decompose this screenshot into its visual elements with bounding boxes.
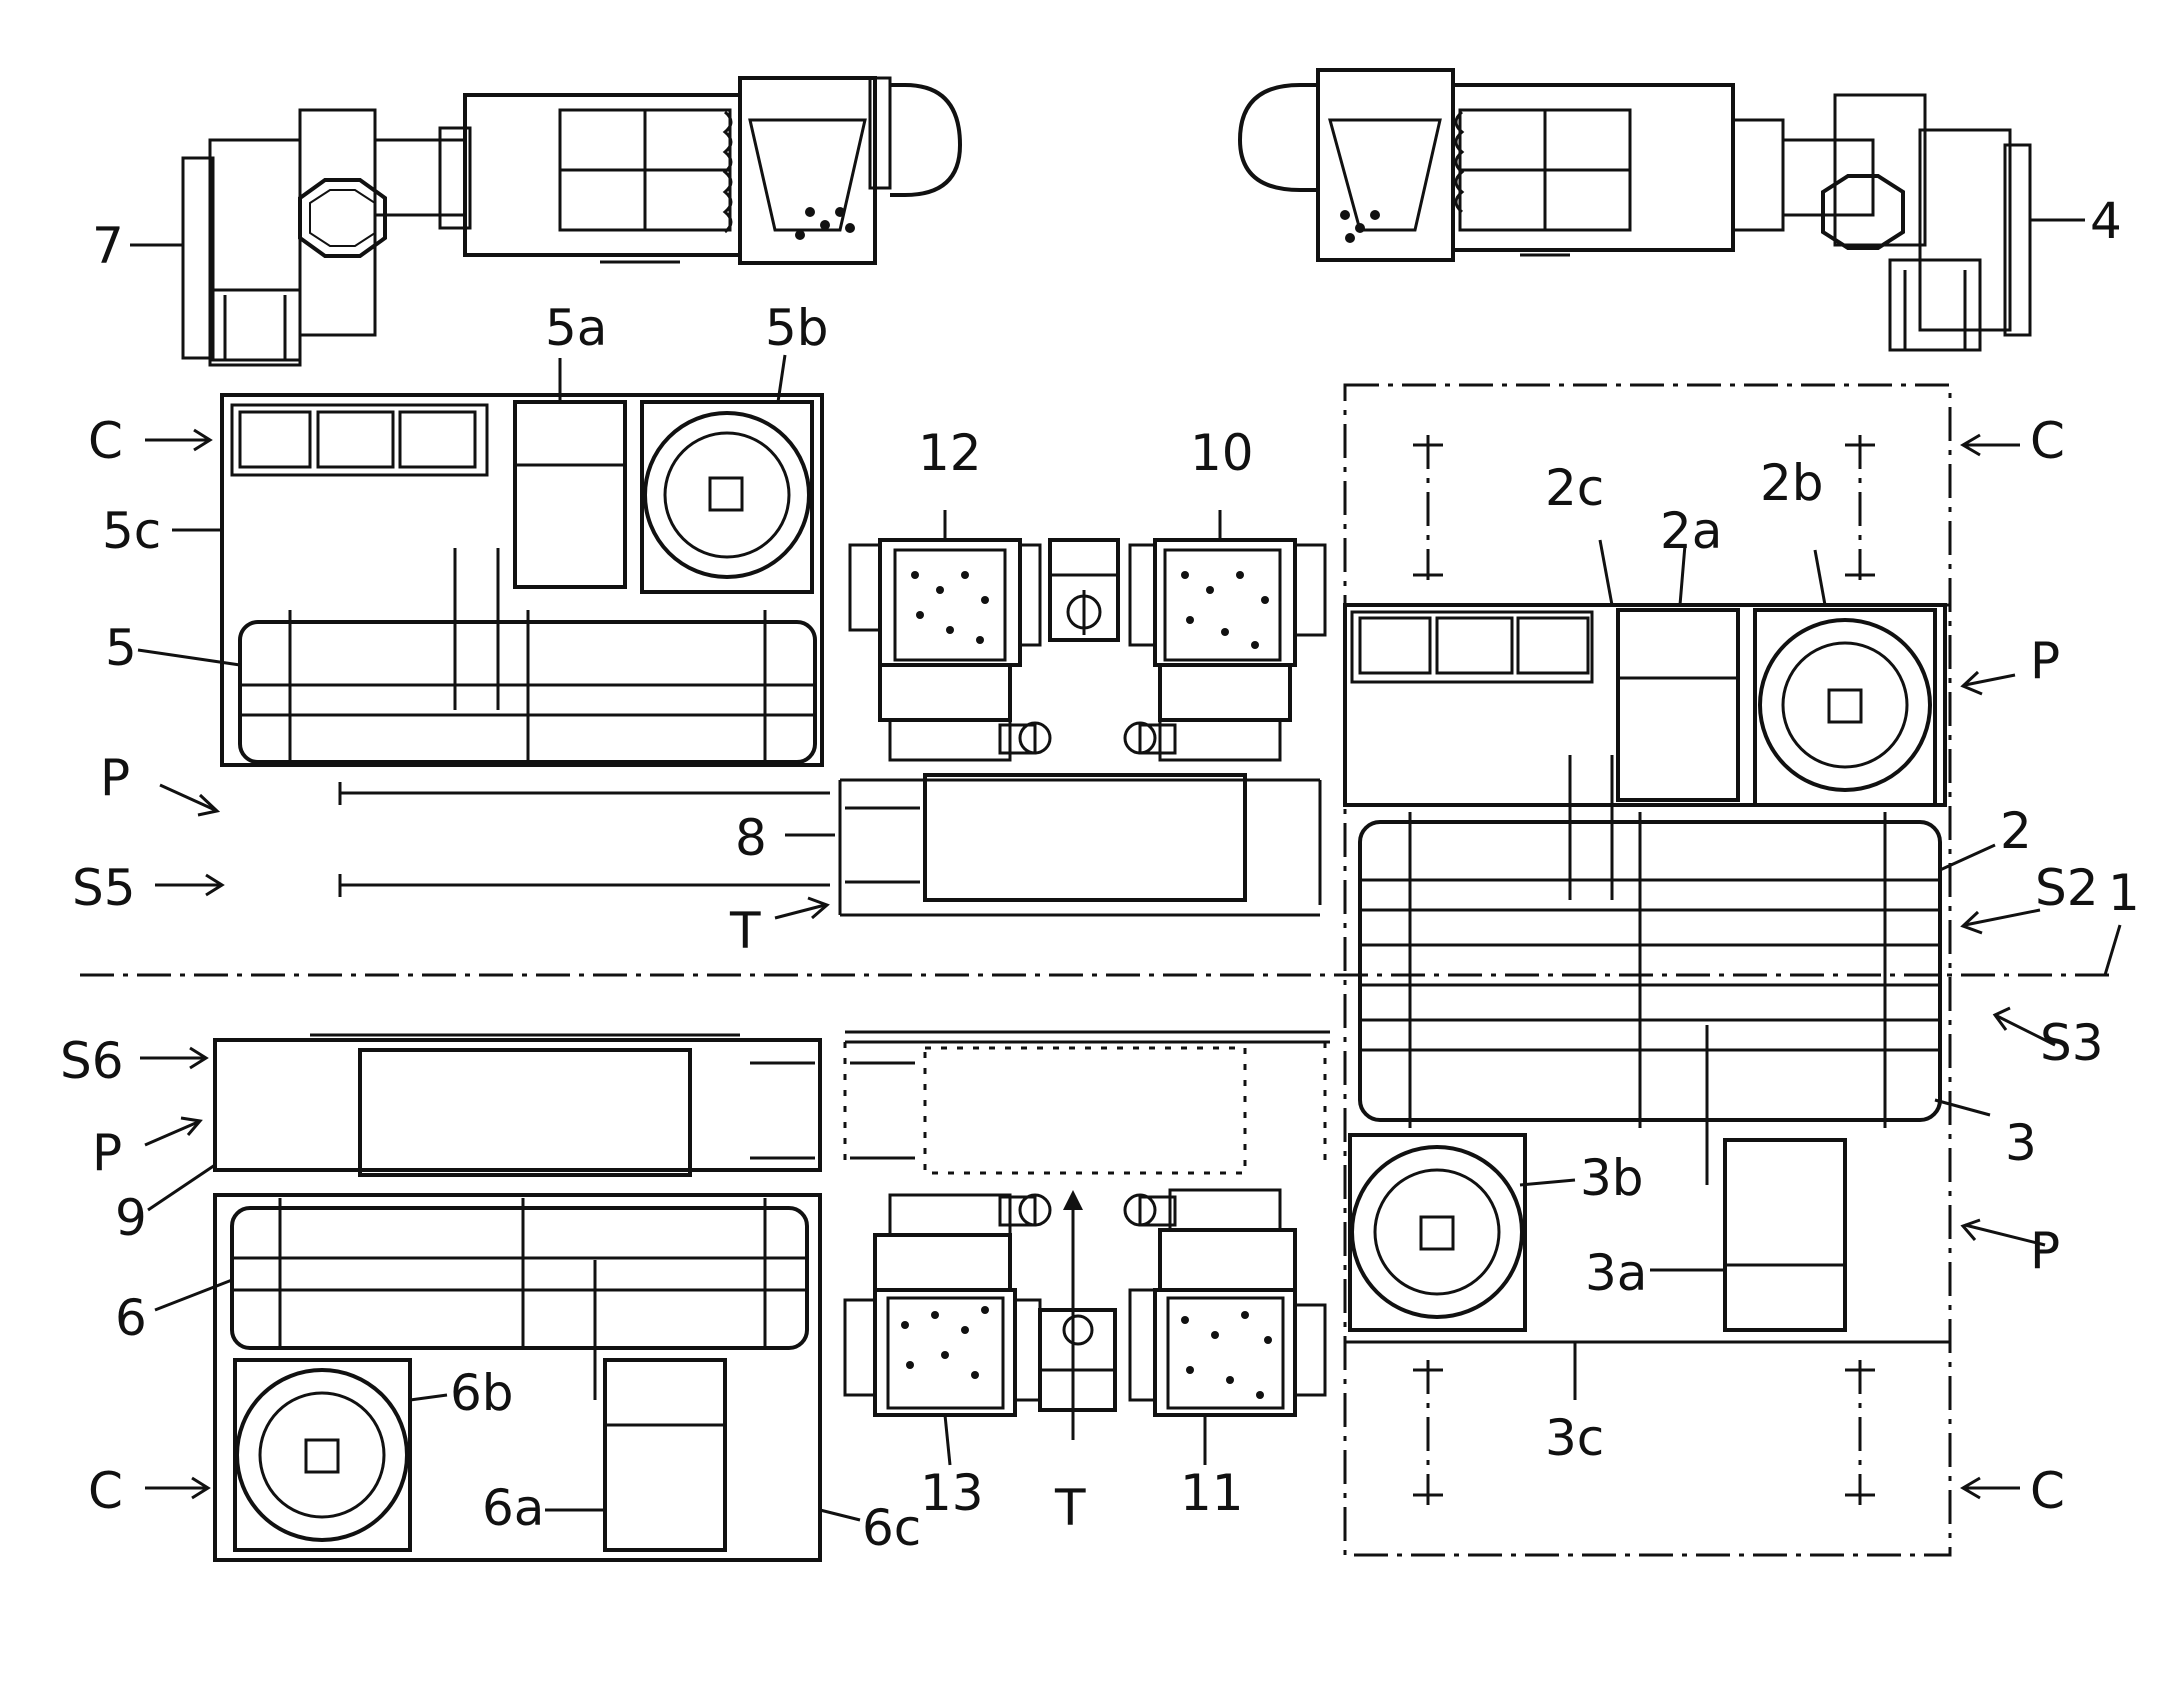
- label-9: 9: [115, 1189, 147, 1247]
- label-5c: 5c: [102, 502, 161, 560]
- label-3b: 3b: [1580, 1149, 1644, 1207]
- label-S5: S5: [72, 859, 136, 917]
- right-outer-frame: [1345, 385, 1950, 1555]
- label-10: 10: [1190, 424, 1254, 482]
- reference-arrows: [140, 430, 2055, 1498]
- label-8: 8: [735, 809, 767, 867]
- label-T-bottom: T: [1054, 1479, 1086, 1537]
- dotted-table-t: [845, 1032, 1330, 1173]
- unit-8-table: [840, 775, 1320, 915]
- label-T-top: T: [729, 902, 761, 960]
- label-1: 1: [2108, 864, 2140, 922]
- unit-2-block: [1345, 605, 1945, 900]
- label-6c: 6c: [862, 1499, 921, 1557]
- label-6a: 6a: [482, 1479, 544, 1537]
- label-12: 12: [918, 424, 982, 482]
- unit-12: [850, 540, 1050, 760]
- label-5: 5: [105, 619, 137, 677]
- label-5a: 5a: [545, 299, 607, 357]
- label-P-left-bottom: P: [92, 1124, 122, 1182]
- leader-lines: [130, 220, 2120, 1520]
- label-6b: 6b: [450, 1364, 514, 1422]
- label-C-top-left: C: [88, 412, 123, 470]
- central-component-bottom: [1040, 1310, 1115, 1410]
- label-2a: 2a: [1660, 502, 1722, 560]
- unit-13: [845, 1195, 1050, 1415]
- label-3a: 3a: [1585, 1244, 1647, 1302]
- label-3: 3: [2005, 1114, 2037, 1172]
- label-4: 4: [2090, 192, 2122, 250]
- label-2c: 2c: [1545, 459, 1604, 517]
- unit-11: [1125, 1190, 1325, 1415]
- label-3c: 3c: [1545, 1409, 1604, 1467]
- t-arrow-head: [1063, 1190, 1083, 1210]
- label-7: 7: [92, 217, 124, 275]
- label-P-right-bottom: P: [2030, 1222, 2060, 1280]
- label-5b: 5b: [765, 299, 829, 357]
- label-S6: S6: [60, 1032, 124, 1090]
- unit-10: [1125, 540, 1325, 760]
- label-2b: 2b: [1760, 454, 1824, 512]
- unit-5-block: [222, 395, 822, 765]
- label-C-bottom-left: C: [88, 1462, 123, 1520]
- machine-4-top-right: [1240, 70, 2030, 350]
- label-2: 2: [2000, 802, 2032, 860]
- label-S3: S3: [2040, 1014, 2104, 1072]
- label-6: 6: [115, 1289, 147, 1347]
- central-component-top: [1050, 540, 1118, 640]
- label-P-left: P: [100, 749, 130, 807]
- label-S2: S2: [2035, 859, 2099, 917]
- label-13: 13: [920, 1464, 984, 1522]
- unit-2-3-bed: [1360, 812, 1940, 1185]
- unit-9-table: [215, 1035, 820, 1175]
- label-C-top-right: C: [2030, 412, 2065, 470]
- label-11: 11: [1180, 1464, 1244, 1522]
- label-C-bottom-right: C: [2030, 1462, 2065, 1520]
- label-P-right-top: P: [2030, 632, 2060, 690]
